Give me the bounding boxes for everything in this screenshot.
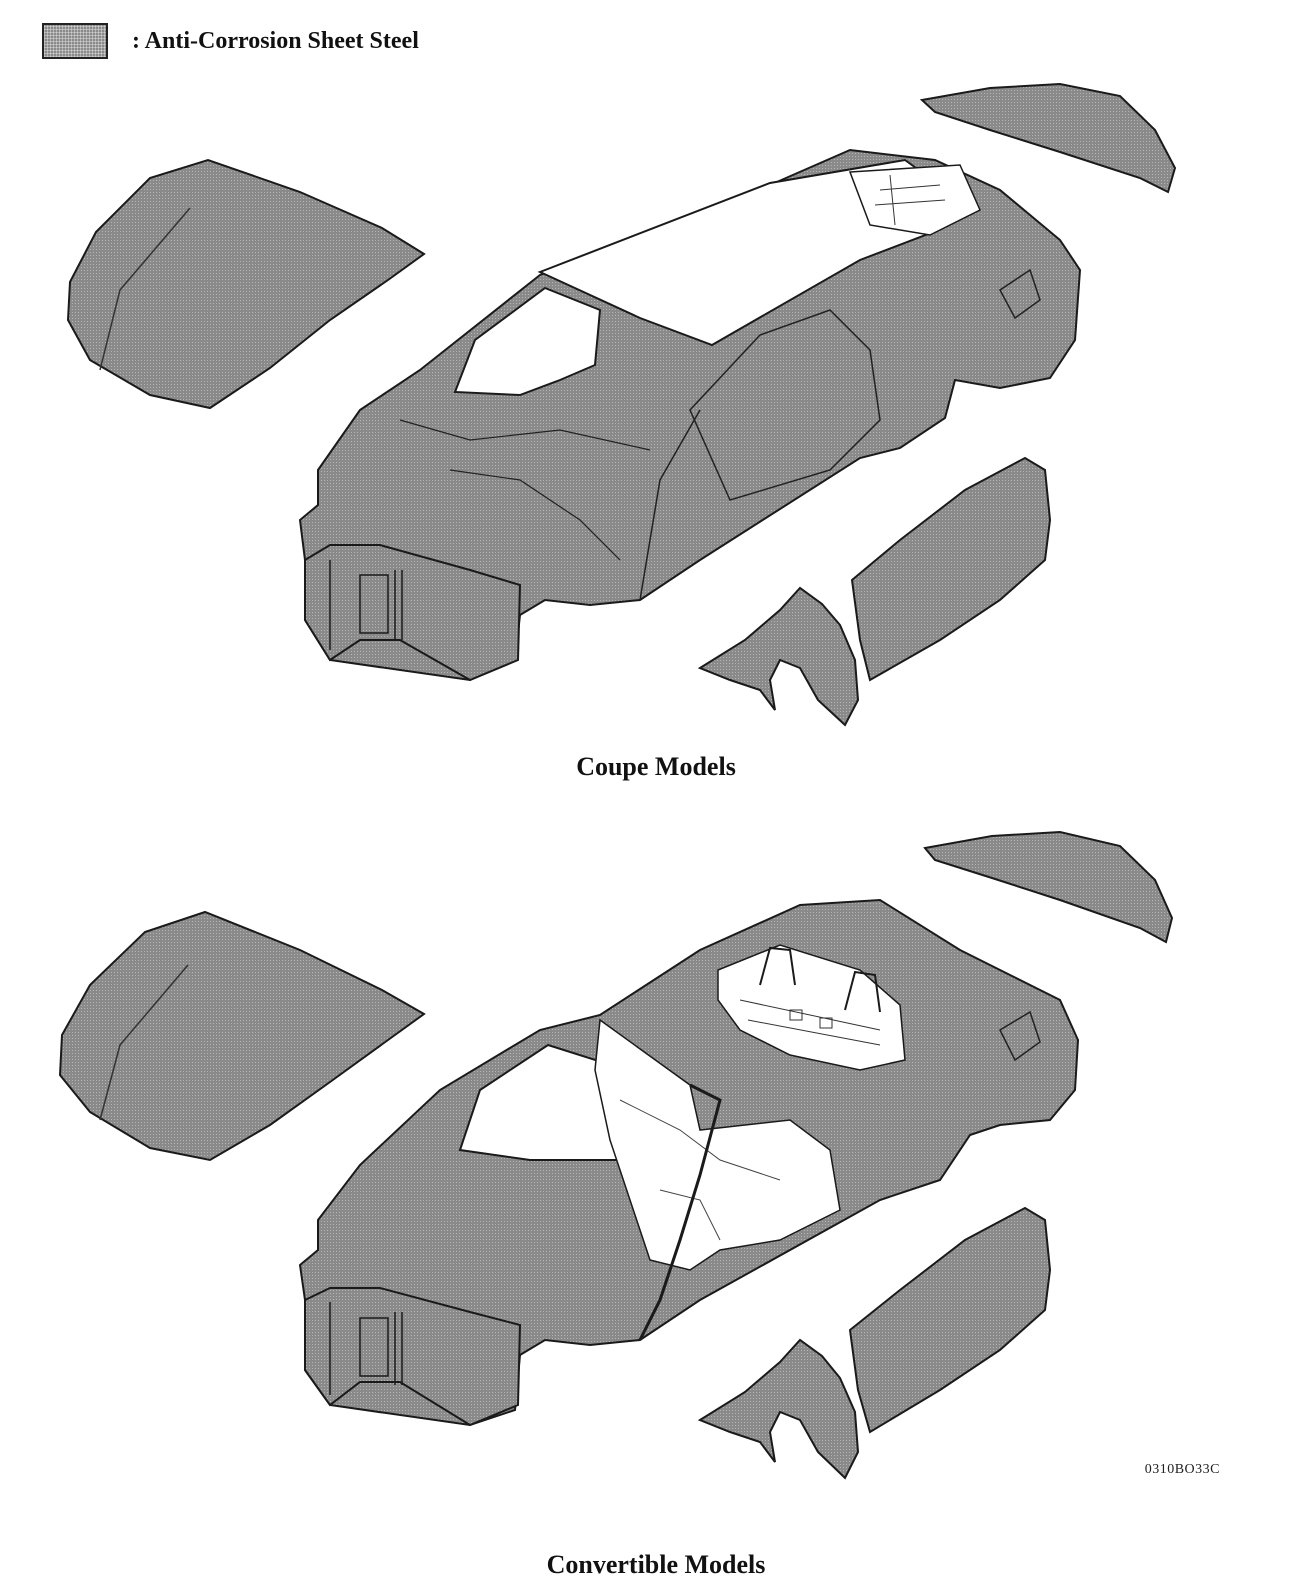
convertible-radiator-support (304, 1287, 522, 1427)
legend: : Anti-Corrosion Sheet Steel (42, 22, 419, 60)
coupe-diagram (66, 82, 1177, 727)
convertible-caption: Convertible Models (546, 1550, 766, 1579)
anti-corrosion-swatch (42, 23, 108, 59)
convertible-door (848, 1206, 1052, 1434)
convertible-diagram (58, 830, 1174, 1480)
coupe-radiator-support (304, 544, 522, 682)
convertible-front-fender (697, 1338, 860, 1480)
convertible-hood (58, 910, 426, 1162)
legend-label: : Anti-Corrosion Sheet Steel (132, 27, 419, 54)
coupe-trunk-lid (919, 82, 1177, 194)
convertible-interior-floor (594, 1018, 841, 1271)
coupe-caption: Coupe Models (576, 752, 736, 781)
coupe-front-fender (697, 586, 860, 727)
convertible-rear-bulkhead (717, 944, 906, 1071)
coupe-hood (66, 158, 426, 410)
coupe-windshield-opening (453, 286, 602, 397)
convertible-trunk-lid (923, 830, 1174, 944)
figure-code: 0310BO33C (1144, 1462, 1220, 1477)
coupe-door (850, 456, 1052, 682)
